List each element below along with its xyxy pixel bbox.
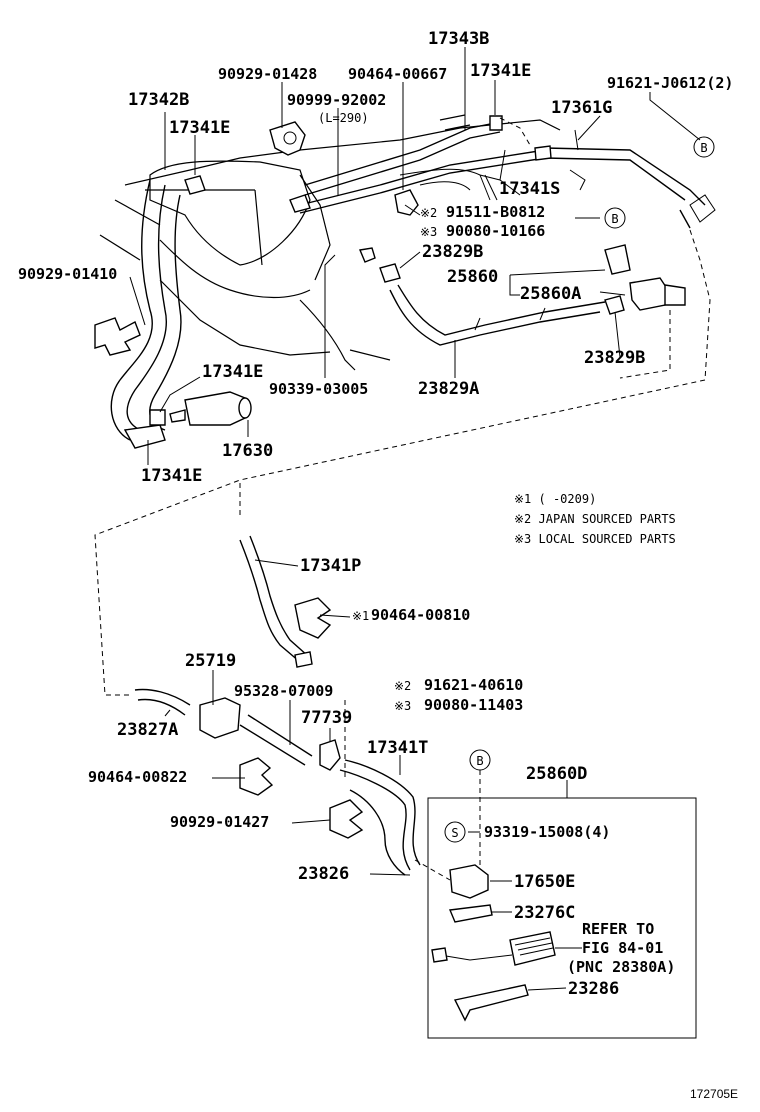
note-3: ※3 LOCAL SOURCED PARTS (514, 532, 676, 546)
hose-23827A (134, 688, 191, 716)
label-pnc-28380A: (PNC 28380A) (567, 958, 675, 976)
label-23829A: 23829A (418, 379, 479, 399)
label-90929-01428: 90929-01428 (218, 65, 317, 83)
label-17341T: 17341T (367, 738, 428, 758)
label-23829B-b: 23829B (584, 348, 645, 368)
label-25719: 25719 (185, 651, 236, 671)
bracket-23276C (448, 904, 493, 923)
label-17361G: 17361G (551, 98, 612, 118)
hose-17341T (339, 759, 421, 876)
label-90080-10166: 90080-10166 (446, 222, 545, 240)
label-l290: (L=290) (318, 111, 369, 125)
vapor-pipes (299, 112, 716, 229)
clip-90464-00810 (294, 597, 332, 639)
dashed-connectors-top (94, 117, 711, 696)
callout-S: S (444, 821, 466, 843)
label-23276C: 23276C (514, 903, 575, 923)
hose-17341P (239, 535, 313, 668)
label-mark3-b: ※3 (394, 699, 411, 713)
leader-lines (129, 47, 701, 991)
label-91621-40610: 91621-40610 (424, 676, 523, 694)
clip-23829B (359, 247, 625, 315)
label-25860D: 25860D (526, 764, 587, 784)
label-17341E-a: 17341E (169, 118, 230, 138)
label-17341E-c: 17341E (141, 466, 202, 486)
label-17341E-top: 17341E (470, 61, 531, 81)
label-90464-00667: 90464-00667 (348, 65, 447, 83)
label-90999-92002: 90999-92002 (287, 91, 386, 109)
label-17630: 17630 (222, 441, 273, 461)
label-23826: 23826 (298, 864, 349, 884)
callout-B-1: B (693, 136, 715, 158)
clip-90929-01427 (329, 799, 364, 839)
tank-clips (184, 175, 419, 216)
label-90339-03005: 90339-03005 (269, 380, 368, 398)
label-17650E: 17650E (514, 872, 575, 892)
label-90080-11403: 90080-11403 (424, 696, 523, 714)
label-93319-15008: 93319-15008(4) (484, 823, 610, 841)
label-17343B: 17343B (428, 29, 489, 49)
dashed-connectors-bottom (344, 700, 481, 881)
clip-90464-00822 (239, 757, 274, 796)
hose-95328-07009 (239, 714, 313, 766)
bracket-77739 (319, 739, 341, 771)
label-mark3-a: ※3 (420, 225, 437, 239)
connector-28380A (431, 931, 556, 966)
label-17341P: 17341P (300, 556, 361, 576)
label-90464-00822: 90464-00822 (88, 768, 187, 786)
valve-25719 (199, 697, 241, 739)
hose-23829A (389, 284, 606, 346)
svg-text:B: B (476, 754, 483, 768)
left-hoses (110, 179, 182, 449)
label-refer-to: REFER TO (582, 920, 654, 938)
label-91621-J0612: 91621-J0612(2) (607, 74, 733, 92)
label-mark2-a: ※2 (420, 206, 437, 220)
note-2: ※2 JAPAN SOURCED PARTS (514, 512, 676, 526)
figure-id: 172705E (690, 1087, 738, 1101)
assembly-box-25860D (427, 780, 697, 1039)
label-95328-07009: 95328-07009 (234, 682, 333, 700)
label-90929-01427: 90929-01427 (170, 813, 269, 831)
label-mark2-b: ※2 (394, 679, 411, 693)
svg-text:S: S (451, 826, 458, 840)
label-17341E-b: 17341E (202, 362, 263, 382)
callout-B-2: B (604, 207, 626, 229)
label-77739: 77739 (301, 708, 352, 728)
svg-text:B: B (700, 141, 707, 155)
label-17341S: 17341S (499, 179, 560, 199)
label-25860: 25860 (447, 267, 498, 287)
vsv-17650E (449, 864, 489, 899)
label-90464-00810: 90464-00810 (371, 606, 470, 624)
callout-B-3: B (469, 749, 491, 771)
label-23829B-a: 23829B (422, 242, 483, 262)
label-mark1: ※1 (352, 609, 369, 623)
label-91511-B0812: 91511-B0812 (446, 203, 545, 221)
label-fig-84-01: FIG 84-01 (582, 939, 663, 957)
valve-17630 (169, 391, 252, 426)
label-17342B: 17342B (128, 90, 189, 110)
note-1: ※1 ( -0209) (514, 492, 596, 506)
clip-90929-01410 (94, 317, 141, 356)
label-25860A: 25860A (520, 284, 581, 304)
clip-90929-01428 (269, 121, 306, 156)
valve-25860A (604, 244, 686, 311)
label-23827A: 23827A (117, 720, 178, 740)
bracket-23286 (453, 984, 529, 1022)
svg-text:B: B (611, 212, 618, 226)
label-90929-01410: 90929-01410 (18, 265, 117, 283)
label-23286: 23286 (568, 979, 619, 999)
